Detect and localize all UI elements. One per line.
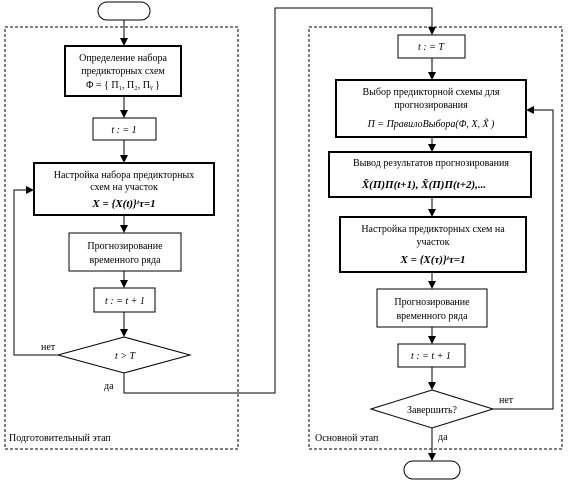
right-select-line3: П = ПравилоВыбора(Φ, X, X̃ ) [367, 117, 495, 130]
right-tune-line2: участок [416, 237, 449, 248]
right-block-tune [339, 216, 527, 273]
right-select-line2: прогнозирования [394, 100, 468, 111]
left-stage-label: Подготовительный этап [9, 433, 111, 444]
left-tune-line2: схем на участок [90, 182, 158, 193]
left-block-define-set [64, 45, 182, 97]
right-stage-label: Основной этап [315, 433, 379, 444]
left-forecast-line2: временного ряда [89, 255, 161, 266]
right-tune-line1: Настройка предикторных схем на [361, 224, 505, 235]
right-label-no: нет [499, 395, 514, 406]
right-forecast-line2: временного ряда [396, 311, 468, 322]
left-define-line2: предикторных схем [81, 66, 165, 77]
right-end-terminator [403, 460, 461, 480]
left-block-tune [33, 162, 215, 216]
left-forecast-line1: Прогнозирование [87, 241, 163, 252]
right-block-output [328, 151, 532, 198]
left-tune-line1: Настройка набора предикторных [54, 170, 195, 181]
right-tune-formula: X = {X(τ)}ᵗτ=1 [399, 254, 465, 266]
left-define-line3: Φ = { П₁, П₂, Пᵧ } [86, 80, 160, 91]
left-start-terminator [97, 1, 151, 21]
left-tune-formula: X = {X(t)}ᵗτ=1 [91, 198, 155, 210]
right-output-line1: Вывод результатов прогнозирования [353, 158, 509, 169]
left-label-yes: да [104, 381, 114, 392]
right-forecast-line1: Прогнозирование [394, 297, 470, 308]
right-label-yes: да [438, 432, 448, 443]
right-output-formula: X̃(П)П(t+1), X̃(П)П(t+2),... [361, 178, 486, 191]
left-label-no: нет [41, 342, 56, 353]
left-decision-text: t > T [115, 351, 137, 362]
left-increment-text: t : = t + 1 [105, 296, 145, 307]
left-block-forecast [68, 232, 182, 272]
right-increment-text: t : = t + 1 [411, 351, 451, 362]
left-init-text: t : = 1 [111, 125, 136, 136]
right-decision-text: Завершить? [407, 405, 458, 416]
preparatory-stage-frame [4, 26, 239, 450]
right-select-line1: Выбор предикторной схемы для [363, 87, 500, 98]
right-init-text: t : = T [418, 42, 445, 53]
left-block-increment [93, 287, 156, 313]
right-block-forecast [376, 288, 488, 328]
left-define-line1: Определение набора [79, 53, 167, 64]
